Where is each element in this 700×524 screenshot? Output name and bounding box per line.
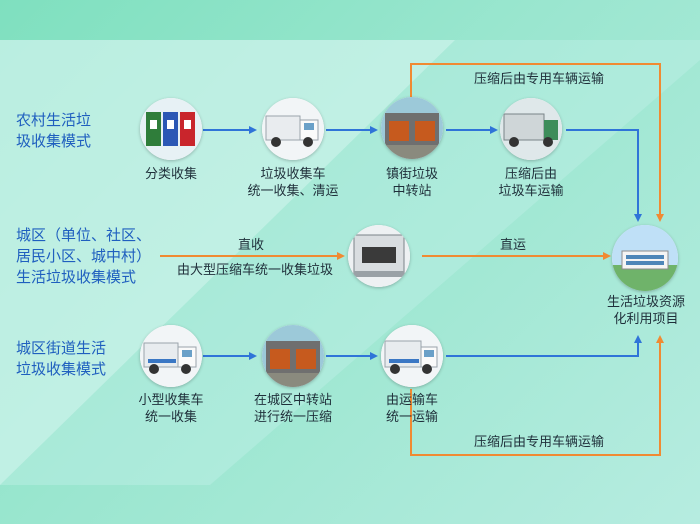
compression-truck-icon [500,98,562,160]
recycling-facility-icon [612,225,678,291]
edge-top-orange-label: 压缩后由专用车辆运输 [474,72,605,87]
label-town-station: 镇街垃圾中转站 [385,167,438,199]
label-collect-truck: 垃圾收集车统一收集、清运 [247,167,339,199]
mode-urban: 城区（单位、社区、居民小区、城中村）生活垃圾收集模式 [16,226,152,286]
sorting-bins-icon [140,98,202,160]
label-city-station: 在城区中转站进行统一压缩 [253,393,332,425]
arrow-top-orange [410,63,664,222]
label-small-truck: 小型收集车统一收集 [138,393,204,425]
label-sorting: 分类收集 [144,167,197,182]
town-transfer-station-icon [381,97,443,159]
edge-bottom-orange-label: 压缩后由专用车辆运输 [474,435,605,450]
label-resource: 生活垃圾资源化利用项目 [606,295,685,327]
edge-direct-collect-label: 直收 [238,238,265,253]
large-compactor-truck-icon [348,225,410,287]
mode-rural: 农村生活垃圾收集模式 [16,111,92,150]
city-transfer-station-icon [262,325,324,387]
arrow-transport-to-resource [446,335,642,357]
collection-truck-icon [262,98,324,160]
small-truck-icon [140,325,202,387]
label-transport-truck: 由运输车统一运输 [385,393,438,425]
label-compress-truck: 压缩后由垃圾车运输 [498,167,564,199]
arrow-compress-to-resource [566,129,642,222]
edge-direct-ship-label: 直运 [500,238,527,253]
arrow-bottom-orange [410,335,664,456]
transport-truck-icon [381,325,443,387]
edge-direct-collect-sub: 由大型压缩车统一收集垃圾 [177,263,334,278]
mode-street: 城区街道生活垃圾收集模式 [16,339,107,378]
